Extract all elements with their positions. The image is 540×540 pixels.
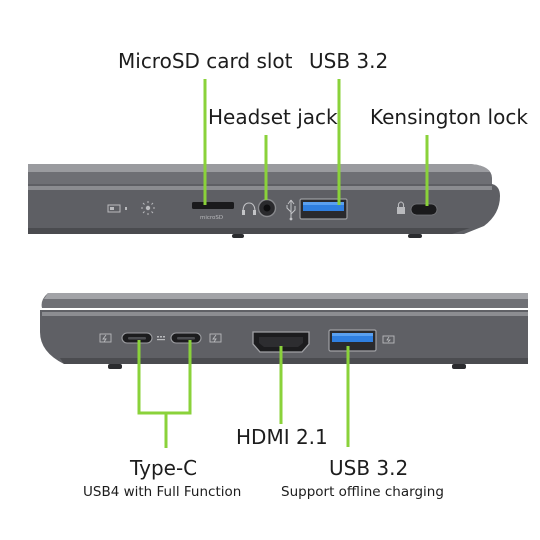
leader-lines-bottom	[137, 340, 350, 448]
label-usb-bottom-sub: Support offline charging	[281, 484, 444, 500]
charging-icon	[382, 335, 395, 344]
foot-right	[408, 234, 422, 238]
microsd-mark: microSD	[200, 215, 223, 221]
label-kensington: Kensington lock	[370, 105, 528, 129]
base-highlight	[28, 186, 492, 190]
label-hdmi: HDMI 2.1	[236, 425, 328, 449]
microsd-slot[interactable]	[192, 202, 234, 209]
foot-left-2	[108, 364, 122, 369]
kensington-slot[interactable]	[410, 203, 438, 216]
label-headset: Headset jack	[208, 105, 338, 129]
label-microsd: MicroSD card slot	[118, 49, 293, 73]
headphones-icon	[242, 202, 256, 215]
base-shadow-2	[60, 358, 528, 364]
battery-led-icon	[107, 204, 127, 213]
thunderbolt-icon	[99, 333, 112, 343]
label-usb-top: USB 3.2	[309, 49, 389, 73]
light-sun-icon	[141, 201, 155, 215]
lid-edge-2	[44, 293, 528, 299]
lock-icon	[397, 201, 405, 214]
thunderbolt-icon-2	[209, 333, 222, 343]
label-typec: Type-C	[130, 456, 198, 480]
label-usb-bottom: USB 3.2	[329, 456, 409, 480]
usb-trident-icon	[286, 199, 296, 221]
foot-left	[232, 234, 244, 238]
base-highlight-2	[42, 312, 528, 316]
display-port-icon	[157, 336, 165, 341]
foot-right-2	[452, 364, 466, 369]
lid-edge	[28, 164, 490, 172]
base-shadow	[28, 228, 470, 234]
label-typec-sub: USB4 with Full Function	[83, 484, 242, 500]
leader-lines-top	[203, 79, 429, 206]
